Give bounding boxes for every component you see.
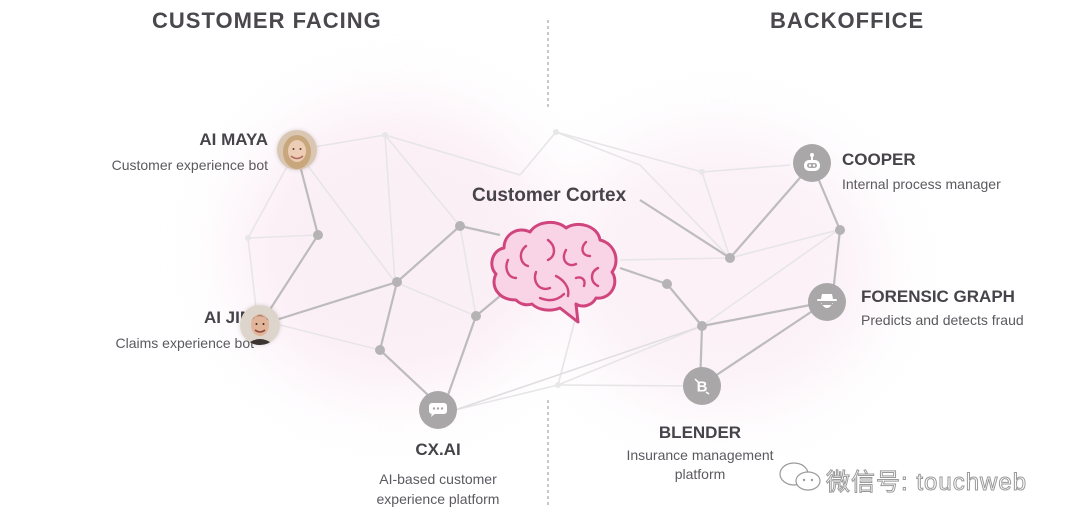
- edge: [378, 281, 399, 351]
- faint-edge: [639, 164, 731, 259]
- edge: [379, 349, 429, 396]
- svg-text:B: B: [697, 379, 708, 396]
- jim-subtitle: Claims experience bot: [115, 335, 254, 351]
- edge: [666, 283, 703, 327]
- edge: [454, 325, 703, 411]
- junction-dot: [835, 225, 845, 235]
- faint-edge: [619, 257, 731, 261]
- faint-edge: [459, 225, 477, 317]
- faint-edge: [384, 134, 521, 176]
- maya-avatar[interactable]: [277, 130, 317, 170]
- cxai-subtitle-line2: experience platform: [376, 491, 500, 507]
- faint-dot: [382, 132, 388, 138]
- maya-title: AI MAYA: [199, 130, 268, 149]
- edge: [701, 300, 827, 328]
- junction-dot: [375, 345, 385, 355]
- junction-dot: [392, 277, 402, 287]
- cooper-node[interactable]: [793, 144, 831, 182]
- watermark-text: 微信号: touchweb: [825, 469, 1028, 497]
- faint-edge: [519, 131, 557, 176]
- faint-edge: [557, 319, 576, 386]
- backoffice-heading: BACKOFFICE: [770, 8, 925, 33]
- faint-edge: [454, 384, 559, 411]
- cooper-subtitle: Internal process manager: [842, 176, 1001, 192]
- junction-dot: [725, 253, 735, 263]
- blender-node[interactable]: B: [683, 367, 721, 405]
- forensic-graph-subtitle: Predicts and detects fraud: [861, 312, 1024, 328]
- faint-edge: [555, 131, 641, 166]
- robot-icon: [804, 153, 820, 171]
- chat-bubble-icon: [429, 403, 447, 417]
- faint-dot: [245, 235, 251, 241]
- faint-edge: [384, 134, 396, 283]
- junction-dot: [697, 321, 707, 331]
- blender-subtitle-line2: platform: [674, 466, 726, 482]
- junction-dot: [455, 221, 465, 231]
- faint-dot: [553, 129, 559, 135]
- avatar-woman-icon: [277, 130, 317, 170]
- faint-edge: [394, 281, 477, 317]
- faint-dot: [699, 169, 705, 175]
- faint-edge: [555, 131, 703, 173]
- faint-edge: [557, 384, 701, 387]
- customer-cortex-title: Customer Cortex: [472, 185, 627, 206]
- faint-edge: [701, 164, 791, 173]
- edge: [729, 163, 813, 259]
- edge: [475, 295, 501, 317]
- blender-title: BLENDER: [658, 423, 742, 442]
- edge: [639, 199, 731, 259]
- cxai-title: CX.AI: [415, 440, 461, 459]
- edge: [396, 225, 461, 283]
- faint-dot: [555, 382, 561, 388]
- blender-subtitle-line1: Insurance management: [626, 447, 774, 463]
- edge: [446, 315, 478, 396]
- brain-icon[interactable]: [486, 216, 624, 326]
- maya-subtitle: Customer experience bot: [111, 157, 268, 173]
- edge: [619, 266, 668, 286]
- faint-edge: [701, 171, 731, 259]
- edge: [259, 280, 398, 327]
- blender-b-icon: B: [694, 378, 710, 396]
- edge: [459, 224, 501, 237]
- customer-facing-heading: CUSTOMER FACING: [152, 8, 382, 33]
- faint-edge: [295, 149, 396, 283]
- wechat-icon: [776, 460, 826, 494]
- forensic-graph-node[interactable]: [808, 283, 846, 321]
- faint-edge: [729, 229, 839, 259]
- cxai-node[interactable]: [419, 391, 457, 429]
- faint-edge: [701, 229, 839, 327]
- faint-edge: [279, 324, 381, 351]
- junction-dot: [313, 230, 323, 240]
- forensic-graph-title: FORENSIC GRAPH: [861, 287, 1015, 306]
- jim-avatar[interactable]: [240, 305, 280, 345]
- cxai-subtitle-line1: AI-based customer: [379, 471, 497, 487]
- spy-icon: [817, 294, 837, 308]
- faint-edge: [557, 325, 703, 386]
- faint-edge: [384, 134, 461, 227]
- avatar-man-icon: [240, 305, 280, 345]
- edge: [699, 301, 827, 387]
- faint-edge: [247, 234, 319, 239]
- junction-dot: [662, 279, 672, 289]
- cooper-title: COOPER: [842, 150, 916, 169]
- junction-dot: [471, 311, 481, 321]
